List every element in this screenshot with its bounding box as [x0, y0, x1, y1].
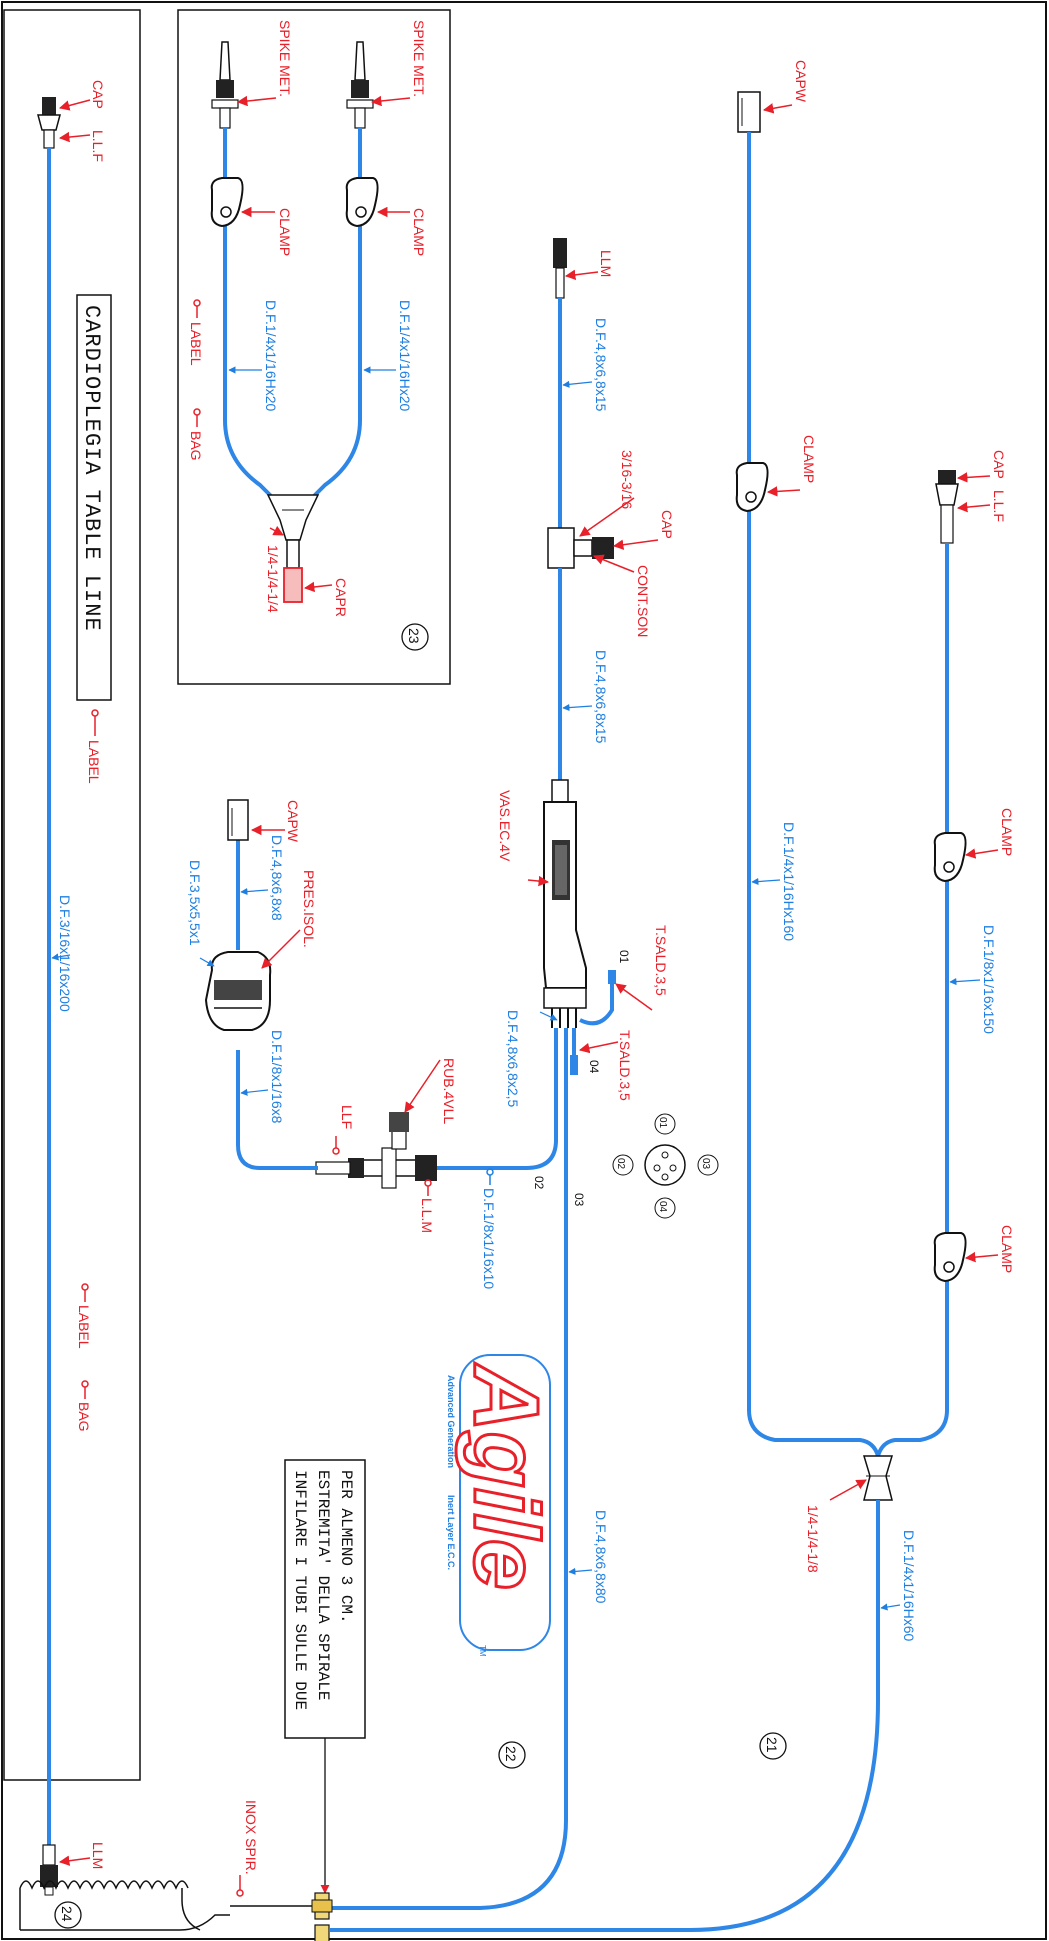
- s24-llf-label: L.L.F: [90, 130, 106, 162]
- inox-spiral-label: INOX SPIR.: [243, 1800, 259, 1875]
- capw-cap-icon: [737, 91, 761, 133]
- s22-tube-a: D.F.4,8x6,8x8: [269, 835, 285, 921]
- port-map-04: 04: [657, 1201, 668, 1213]
- s23-connector: 1/4-1/4-1/4: [265, 545, 281, 613]
- s21-tube-main: D.F.1/4x1/16Hx160: [781, 822, 797, 941]
- svg-text:Agile: Agile: [455, 1363, 557, 1590]
- section-24-number: 24: [59, 1906, 75, 1922]
- section-23-number: 23: [406, 628, 422, 644]
- clamp-icon: [933, 832, 967, 883]
- s24-bag-label: BAG: [76, 1402, 92, 1432]
- s23-clamp-2: CLAMP: [411, 208, 427, 256]
- s22-contson: CONT.SON: [635, 565, 651, 637]
- s22-llm: LLM: [598, 250, 614, 277]
- s21-capw: CAPW: [793, 60, 809, 103]
- s21-tube-side: D.F.1/8x1/16x150: [981, 925, 997, 1034]
- s22-tube-mid: D.F.4,8x6,8x15: [593, 650, 609, 744]
- port-01: 01: [617, 950, 631, 964]
- t-connector-icon: [547, 527, 614, 569]
- section-24-box: [3, 9, 141, 1781]
- s22-vasec: VAS.EC.4V: [497, 790, 513, 862]
- s22-capw: CAPW: [285, 800, 301, 843]
- clamp-icon: [933, 1232, 967, 1283]
- svg-text:Advanced Generation: Advanced Generation: [446, 1375, 456, 1468]
- s21-clamp-a: CLAMP: [999, 808, 1015, 856]
- title-box: [76, 294, 112, 701]
- port-map-02: 02: [615, 1158, 626, 1170]
- port-map-icon: [612, 1113, 719, 1219]
- s22-tube-c: D.F.1/8x1/16x8: [269, 1030, 285, 1124]
- cap-connector-icon: [37, 97, 61, 149]
- page-title: CARDIOPLEGIA TABLE LINE: [79, 305, 104, 632]
- cap-connector-icon: [935, 470, 959, 544]
- note-line-3: PER ALMENO 3 CM.: [337, 1470, 355, 1624]
- note-line-1: INFILARE I TUBI SULLE DUE: [291, 1470, 309, 1710]
- clamp-icon: [735, 462, 769, 513]
- s21-clamp-b: CLAMP: [999, 1225, 1015, 1273]
- svg-text:Inert Layer E.C.C.: Inert Layer E.C.C.: [446, 1495, 456, 1570]
- pressure-isolator-icon: [204, 951, 272, 1031]
- y-connector-icon: [266, 494, 320, 603]
- section-21-number: 21: [764, 1737, 780, 1753]
- port-map-03: 03: [700, 1158, 711, 1170]
- s22-llm-2: L.L.M: [419, 1198, 435, 1233]
- s23-spike-2: SPIKE MET.: [411, 20, 427, 97]
- s22-tube-top: D.F.4,8x6,8x15: [593, 318, 609, 412]
- s22-tsald-2: T.SALD.3,5: [617, 1030, 633, 1101]
- s24-label-2: LABEL: [76, 1305, 92, 1349]
- s23-bag: BAG: [188, 431, 204, 461]
- section-22-number: 22: [503, 1746, 519, 1762]
- spike-icon: [346, 41, 374, 129]
- s23-tube-1: D.F.1/4x1/16Hx20: [263, 300, 279, 411]
- s21-connector: 1/4-1/4-1/8: [805, 1505, 821, 1573]
- section-23-box: [177, 9, 451, 685]
- vent-reservoir-icon: [543, 779, 587, 1028]
- spike-icon: [211, 41, 239, 129]
- s24-cap-label: CAP: [90, 80, 106, 109]
- inox-spiral-icon: [19, 1880, 333, 1941]
- note-line-2: ESTREMITA' DELLA SPIRALE: [314, 1470, 332, 1700]
- s23-tube-2: D.F.1/4x1/16Hx20: [397, 300, 413, 411]
- s24-tube-label: D.F.3/16x1/16x200: [57, 895, 73, 1012]
- port-map-01: 01: [657, 1117, 668, 1129]
- y-connector-icon: [862, 1455, 894, 1501]
- s22-rub: RUB.4VLL: [441, 1058, 457, 1124]
- s23-clamp-1: CLAMP: [277, 208, 293, 256]
- s24-llm-label: LLM: [90, 1842, 106, 1869]
- s22-tube-b: D.F.3,5x5,5x1: [187, 860, 203, 946]
- s21-llf: L.L.F: [991, 490, 1007, 522]
- s22-cap: CAP: [659, 510, 675, 539]
- s23-label: LABEL: [188, 322, 204, 366]
- s22-conn: 3/16-3/16: [619, 450, 635, 509]
- svg-text:TM: TM: [478, 1645, 487, 1657]
- clamp-icon: [210, 177, 244, 228]
- s22-presisol: PRES.ISOL.: [301, 870, 317, 948]
- s21-cap: CAP: [991, 450, 1007, 479]
- s23-capr: CAPR: [333, 578, 349, 617]
- llm-connector-icon: [40, 1844, 58, 1896]
- agile-logo: Agile Advanced Generation Inert Layer E.…: [446, 1354, 559, 1657]
- capw-cap-icon: [227, 799, 249, 841]
- s21-tube-out: D.F.1/4x1/16Hx60: [901, 1530, 917, 1641]
- s22-llf: LLF: [339, 1105, 355, 1129]
- stopcock-manifold-icon: [315, 1112, 437, 1189]
- s21-clamp-top: CLAMP: [801, 435, 817, 483]
- s23-spike-1: SPIKE MET.: [277, 20, 293, 97]
- llm-connector-icon: [553, 238, 567, 299]
- s22-tube-out: D.F.4,8x6,8x2,5: [505, 1010, 521, 1107]
- s24-label-1: LABEL: [86, 740, 102, 784]
- s22-tsald-1: T.SALD.3,5: [653, 925, 669, 996]
- port-02-label: 02: [532, 1176, 546, 1190]
- port-03-label: 03: [572, 1193, 586, 1207]
- s22-tube-d: D.F.1/8x1/16x10: [481, 1188, 497, 1289]
- clamp-icon: [345, 177, 379, 228]
- port-04: 04: [587, 1060, 601, 1074]
- s22-tube-long: D.F.4,8x6,8x80: [593, 1510, 609, 1604]
